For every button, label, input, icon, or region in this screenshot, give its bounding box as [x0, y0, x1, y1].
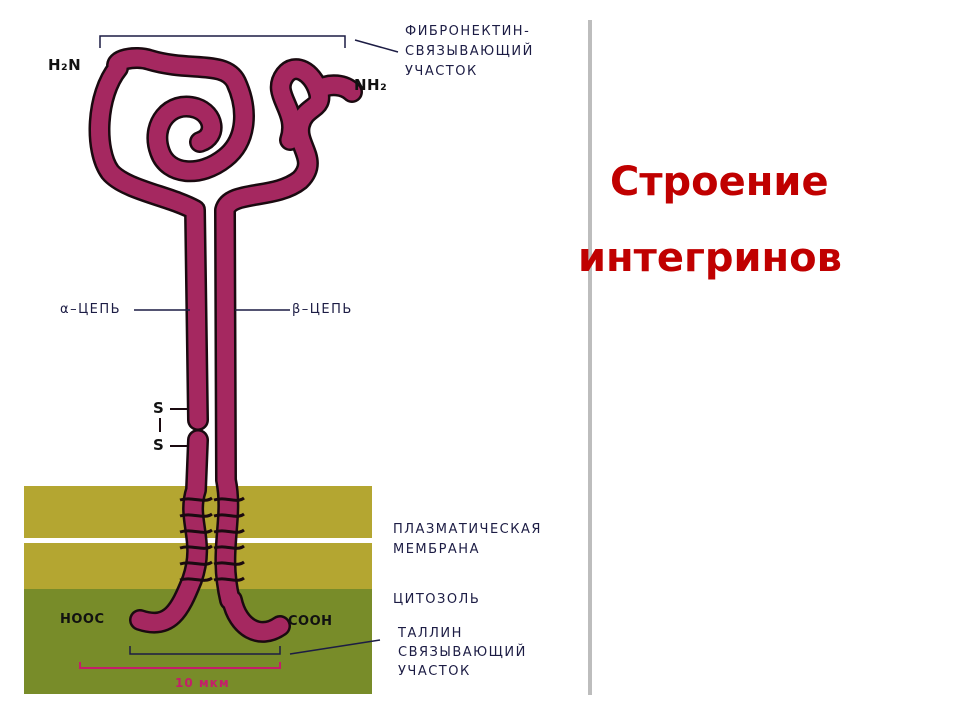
alpha-chain	[91, 49, 253, 429]
slide-title-line-1: Строение	[610, 159, 829, 205]
cytosol-region	[24, 589, 372, 694]
talin-label-2: СВЯЗЫВАЮЩИЙ	[398, 645, 527, 660]
scale-bar	[79, 662, 281, 669]
talin-pointer	[289, 639, 381, 655]
h2n-terminus-label: H₂N	[48, 56, 82, 74]
transmembrane-helix-marks	[179, 496, 245, 582]
fibronectin-label-1: ФИБРОНЕКТИН-	[405, 24, 531, 39]
beta-chain-label: β–ЦЕПЬ	[292, 302, 353, 317]
fibronectin-bracket	[99, 35, 346, 48]
fibronectin-label-2: СВЯЗЫВАЮЩИЙ	[405, 44, 534, 59]
plasma-membrane-label-2: МЕМБРАНА	[393, 542, 480, 557]
talin-label-1: ТАЛЛИН	[398, 626, 463, 641]
annotation-lines	[99, 35, 399, 655]
integrin-diagram-svg	[24, 35, 399, 694]
talin-bracket	[129, 646, 281, 655]
fibronectin-label-3: УЧАСТОК	[405, 64, 478, 79]
vertical-divider	[588, 20, 592, 695]
cooh-terminus-label: COOH	[288, 614, 333, 629]
integrin-diagram: ФИБРОНЕКТИН- СВЯЗЫВАЮЩИЙ УЧАСТОК H₂N NH₂…	[24, 24, 542, 694]
fibronectin-pointer	[354, 39, 399, 53]
disulfide-bond	[159, 408, 188, 447]
talin-label-3: УЧАСТОК	[398, 664, 471, 679]
disulfide-s-bottom: S	[153, 436, 165, 454]
alpha-chain-label: α–ЦЕПЬ	[60, 302, 122, 317]
hooc-terminus-label: HOOC	[60, 612, 105, 627]
slide-title-line-2: интегринов	[578, 235, 842, 281]
scale-bar-label: 10 мкм	[175, 676, 230, 690]
plasma-membrane-label-1: ПЛАЗМАТИЧЕСКАЯ	[393, 522, 542, 537]
disulfide-s-top: S	[153, 399, 165, 417]
cytosol-label: ЦИТОЗОЛЬ	[393, 592, 481, 607]
beta-chain	[216, 60, 361, 641]
nh2-terminus-label: NH₂	[354, 76, 388, 94]
